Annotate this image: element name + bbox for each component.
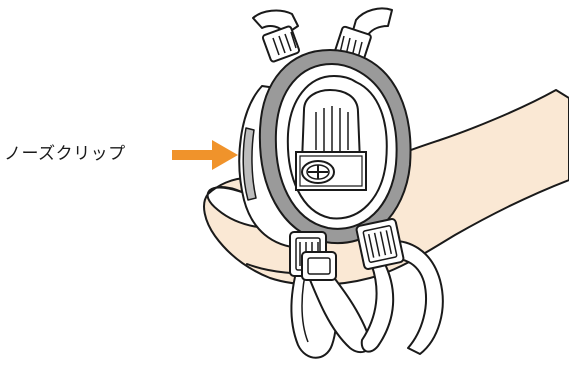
right-arrow-icon (172, 140, 238, 170)
top-strap-left (253, 11, 300, 63)
respirator-mask-illustration (239, 50, 410, 248)
nose-clip-label: ノーズクリップ (4, 144, 126, 164)
